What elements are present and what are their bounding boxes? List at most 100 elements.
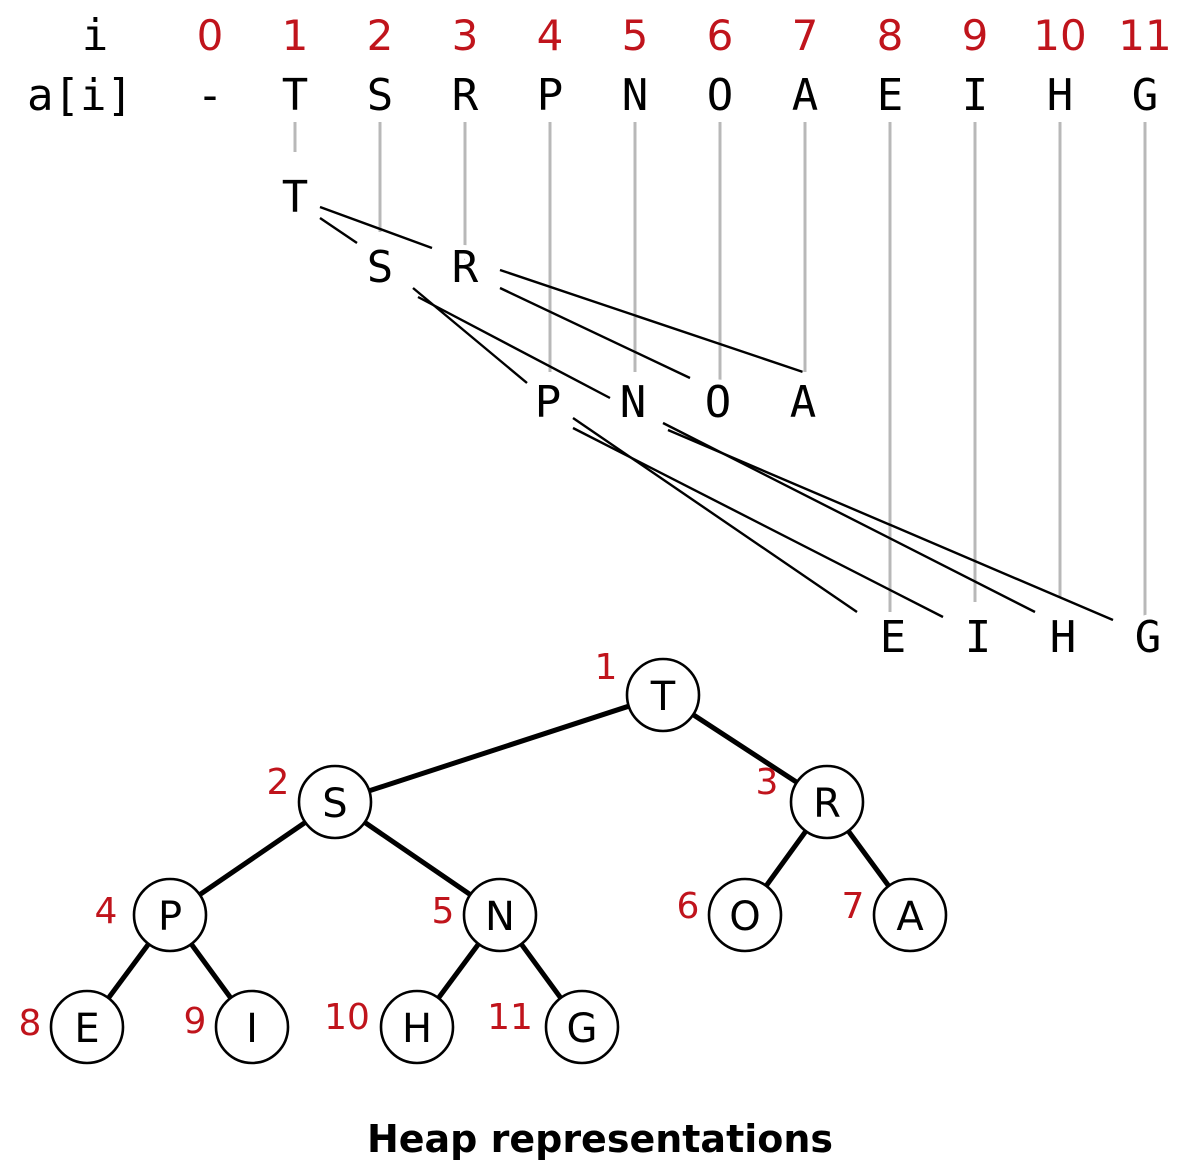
level-connector (499, 268, 804, 374)
node-index: 2 (267, 762, 290, 803)
index-row: 0 1 2 3 4 5 6 7 8 9 10 11 (197, 11, 1172, 60)
node-index: 3 (756, 762, 779, 803)
node-key: A (896, 894, 924, 940)
array-index: 2 (367, 11, 394, 60)
level-key: H (1050, 612, 1077, 663)
index-row-label: i (82, 10, 109, 61)
node-index: 7 (842, 886, 865, 927)
array-index: 8 (877, 11, 904, 60)
array-value: O (707, 70, 734, 121)
node-index: 5 (432, 891, 455, 932)
array-value: H (1047, 70, 1074, 121)
node-key: S (322, 781, 347, 827)
node-key: G (567, 1006, 598, 1052)
tree-edges (84, 692, 913, 1029)
level-connector (319, 205, 433, 250)
tree-node: I9 (184, 989, 290, 1065)
node-circle (462, 877, 538, 953)
node-circle (379, 989, 455, 1065)
node-index: 6 (677, 886, 700, 927)
tree-edge (334, 692, 664, 805)
node-key: T (650, 674, 676, 720)
array-index: 5 (622, 11, 649, 60)
array-value: R (452, 70, 479, 121)
tree-node: N5 (432, 877, 538, 953)
node-key: H (402, 1006, 432, 1052)
node-circle (707, 877, 783, 953)
array-index: 1 (282, 11, 309, 60)
tree-node: G 11 (487, 989, 620, 1065)
figure-caption: Heap representations (367, 1117, 833, 1161)
array-index: 11 (1118, 11, 1171, 60)
tree-node: A7 (842, 877, 948, 953)
level-key: R (452, 242, 479, 293)
node-circle (132, 877, 208, 953)
array-value: P (537, 70, 564, 121)
node-circle (544, 989, 620, 1065)
level-connectors (319, 205, 1114, 622)
node-circle (625, 657, 701, 733)
level-key: E (880, 612, 907, 663)
node-key: E (74, 1006, 99, 1052)
node-key: O (729, 894, 760, 940)
array-value: - (197, 70, 224, 121)
level-key: A (790, 377, 817, 428)
node-circle (872, 877, 948, 953)
node-key: I (246, 1006, 258, 1052)
tree-node: S2 (267, 762, 373, 840)
level-connector (417, 295, 611, 400)
node-index: 1 (595, 647, 618, 688)
node-key: N (485, 894, 515, 940)
node-key: P (158, 894, 182, 940)
array-index: 7 (792, 11, 819, 60)
level-key: N (620, 377, 647, 428)
tree-node: O6 (677, 877, 783, 953)
node-index: 11 (487, 997, 533, 1038)
node-circle (214, 989, 290, 1065)
tree-node: H 10 (324, 989, 455, 1065)
array-value: I (962, 70, 989, 121)
level-key: S (367, 242, 394, 293)
node-index: 4 (95, 891, 118, 932)
level-connector (499, 286, 691, 380)
array-value: T (282, 70, 309, 121)
level-view: T S R P N O A E I H G (277, 167, 1167, 668)
node-key: R (813, 781, 841, 827)
level-connector (667, 428, 1114, 622)
array-index: 3 (452, 11, 479, 60)
node-circle (297, 764, 373, 840)
level-key: O (705, 377, 732, 428)
level-key: I (965, 612, 992, 663)
array-value: S (367, 70, 394, 121)
array-table: i a[i] 0 1 2 3 4 5 6 7 8 9 10 11 - T S R P N O A E I H G (27, 10, 1172, 121)
node-index: 9 (184, 1001, 207, 1042)
value-row-label: a[i] (27, 70, 133, 121)
node-circle (789, 764, 865, 840)
tree-node: R3 (756, 762, 865, 840)
array-index: 6 (707, 11, 734, 60)
tree-node: T1 (595, 647, 701, 733)
tree-node: E8 (19, 989, 125, 1065)
tree-node: P4 (95, 877, 208, 953)
node-index: 10 (324, 997, 370, 1038)
level-connector (572, 426, 944, 619)
array-index: 10 (1033, 11, 1086, 60)
level-key: G (1135, 612, 1162, 663)
array-value: N (622, 70, 649, 121)
level-connector (572, 417, 858, 613)
level-key: P (535, 377, 562, 428)
array-index: 4 (537, 11, 564, 60)
array-value: E (877, 70, 904, 121)
level-key: T (282, 172, 309, 223)
node-circle (49, 989, 125, 1065)
array-index: 9 (962, 11, 989, 60)
guide-lines (293, 122, 1147, 622)
level-connector (319, 217, 358, 244)
array-value: G (1132, 70, 1159, 121)
node-index: 8 (19, 1003, 42, 1044)
array-value: A (792, 70, 819, 121)
array-index: 0 (197, 11, 224, 60)
